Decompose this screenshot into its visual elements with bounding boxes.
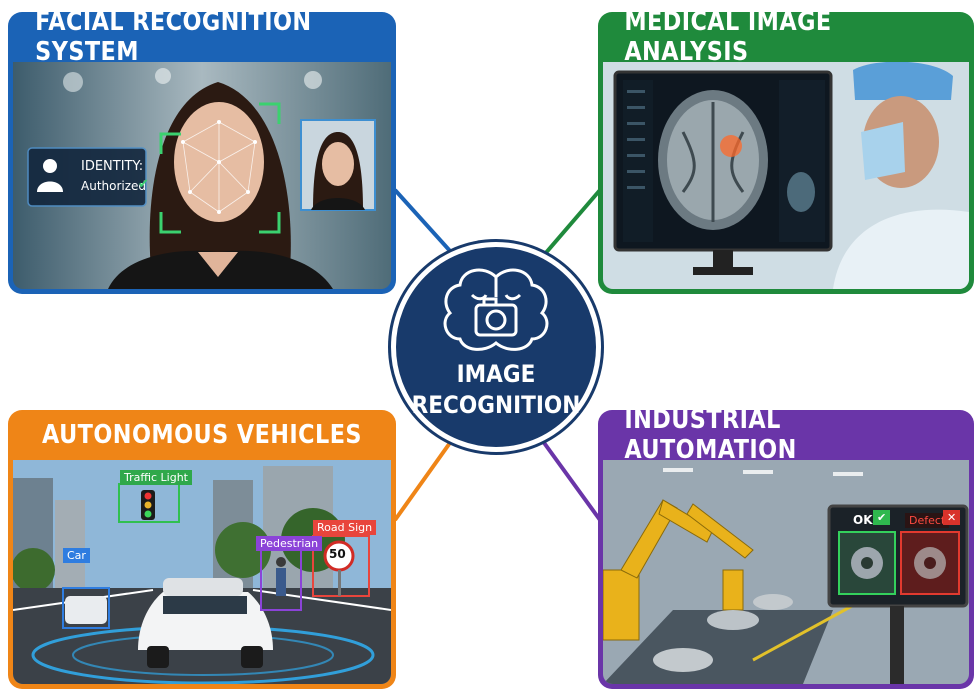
facial-recognition-title: FACIAL RECOGNITION SYSTEM	[35, 12, 312, 67]
autonomous-vehicles-scene: Traffic Light Car Pedestrian Road Sign 5…	[13, 460, 391, 684]
autonomous-vehicles-title: AUTONOMOUS VEHICLES	[42, 420, 362, 450]
defect-label: Defect	[905, 513, 950, 528]
pedestrian-label: Pedestrian	[256, 536, 323, 551]
medical-image-scene	[603, 62, 969, 289]
speed-sign-value: 50	[329, 547, 346, 561]
hub-label: IMAGE RECOGNITION	[406, 359, 586, 421]
identity-label: IDENTITY:	[81, 159, 144, 174]
facial-recognition-scene: IDENTITY: Authorized ✔	[13, 62, 391, 289]
traffic-light-label: Traffic Light	[120, 470, 192, 485]
ok-label: OK	[853, 513, 873, 527]
car-label: Car	[63, 548, 90, 563]
industrial-automation-scene: OK ✔ Defect ✕	[603, 460, 969, 684]
medical-image-card: MEDICAL IMAGE ANALYSIS	[598, 12, 974, 294]
image-recognition-hub: IMAGE RECOGNITION	[391, 242, 601, 452]
industrial-automation-card: INDUSTRIAL AUTOMATION	[598, 410, 974, 689]
ok-check-icon: ✔	[873, 510, 891, 525]
hub-line-1: IMAGE	[456, 360, 536, 388]
industrial-automation-title: INDUSTRIAL AUTOMATION	[624, 410, 797, 465]
facial-recognition-card: FACIAL RECOGNITION SYSTEM	[8, 12, 396, 294]
brain-camera-icon	[443, 268, 549, 351]
road-sign-label: Road Sign	[313, 520, 377, 535]
defect-x-icon: ✕	[943, 510, 961, 525]
autonomous-vehicles-card: AUTONOMOUS VEHICLES	[8, 410, 396, 689]
identity-value: Authorized	[81, 179, 147, 193]
hub-line-2: RECOGNITION	[411, 391, 581, 419]
check-icon: ✔	[138, 177, 149, 192]
medical-image-title: MEDICAL IMAGE ANALYSIS	[624, 12, 832, 67]
